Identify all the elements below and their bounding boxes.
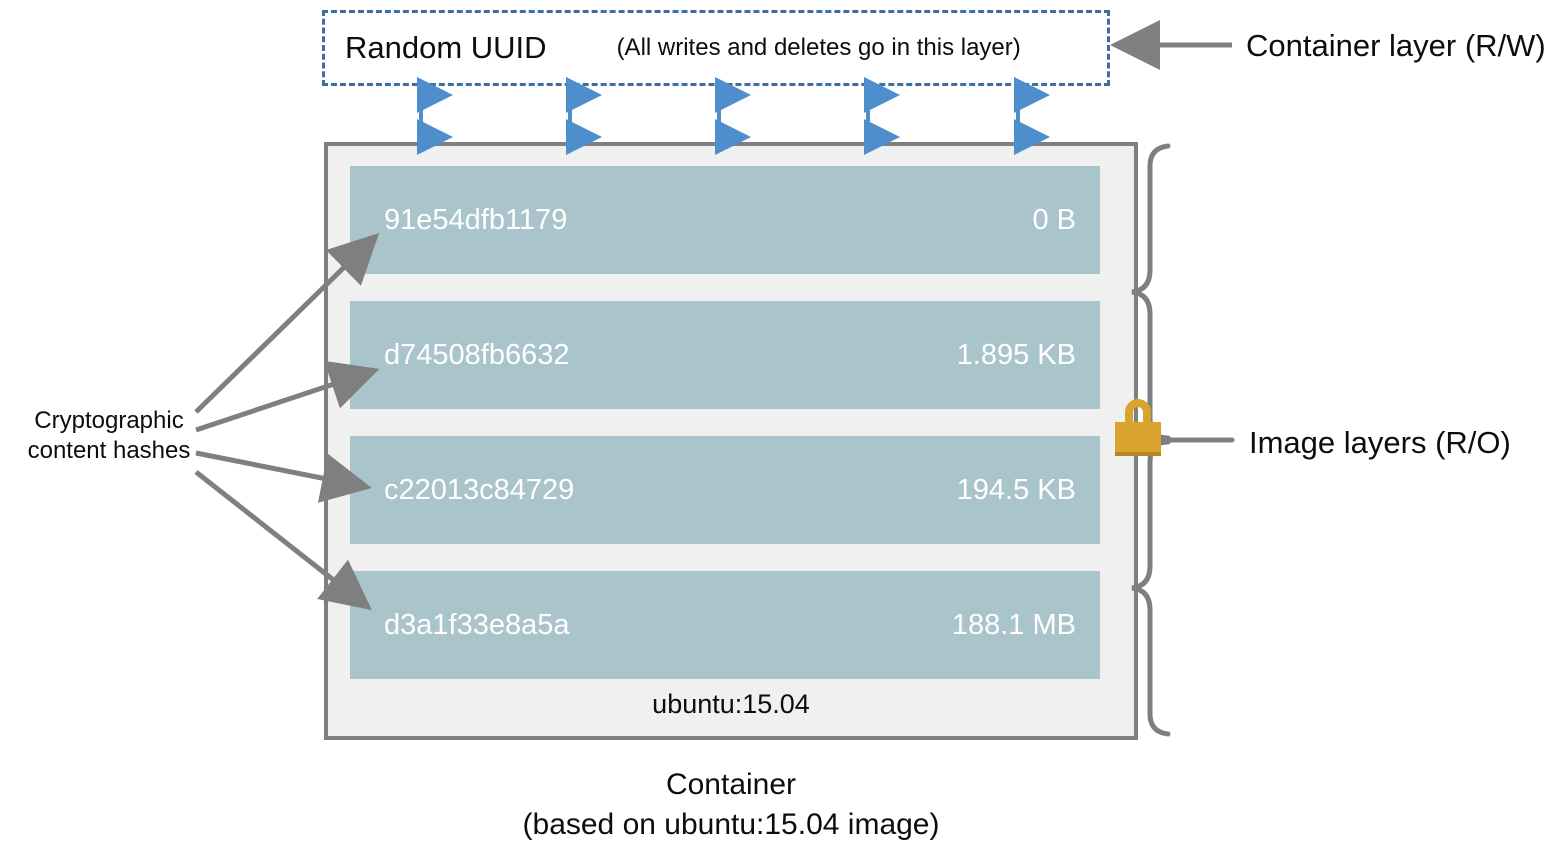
layer-hash: d74508fb6632: [384, 338, 570, 371]
image-layer-row: 91e54dfb1179 0 B: [350, 166, 1100, 274]
container-layer-side-label: Container layer (R/W): [1246, 28, 1546, 63]
layer-hash: d3a1f33e8a5a: [384, 608, 570, 641]
image-layer-row: c22013c84729 194.5 KB: [350, 436, 1100, 544]
random-uuid-label: Random UUID: [345, 30, 547, 65]
image-layer-row: d3a1f33e8a5a 188.1 MB: [350, 571, 1100, 679]
container-layer-note: (All writes and deletes go in this layer…: [616, 34, 1021, 61]
layer-size: 194.5 KB: [956, 473, 1076, 506]
caption-line-2: (based on ubuntu:15.04 image): [522, 807, 940, 841]
hash-annotation-line-2: content hashes: [27, 437, 191, 465]
image-tag-label: ubuntu:15.04: [652, 689, 810, 719]
sync-arrow-group: [417, 77, 1050, 155]
cryptographic-hashes-annotation: Cryptographic content hashes: [14, 406, 204, 466]
layer-hash: 91e54dfb1179: [384, 203, 568, 236]
image-layer-row: d74508fb6632 1.895 KB: [350, 301, 1100, 409]
layer-size: 0 B: [1032, 203, 1076, 236]
image-layers-side-label: Image layers (R/O): [1249, 425, 1511, 460]
image-layers-stack: 91e54dfb1179 0 B d74508fb6632 1.895 KB c…: [350, 166, 1100, 706]
image-box: 91e54dfb1179 0 B d74508fb6632 1.895 KB c…: [324, 142, 1138, 740]
hash-annotation-line-1: Cryptographic: [34, 407, 184, 434]
lock-icon: [1108, 389, 1168, 469]
layer-hash: c22013c84729: [384, 473, 575, 506]
caption-line-1: Container: [665, 768, 797, 801]
layer-size: 1.895 KB: [956, 338, 1076, 371]
diagram-caption: Container (based on ubuntu:15.04 image): [324, 765, 1138, 844]
layer-size: 188.1 MB: [951, 608, 1076, 641]
container-layer-box: Random UUID (All writes and deletes go i…: [322, 10, 1110, 86]
